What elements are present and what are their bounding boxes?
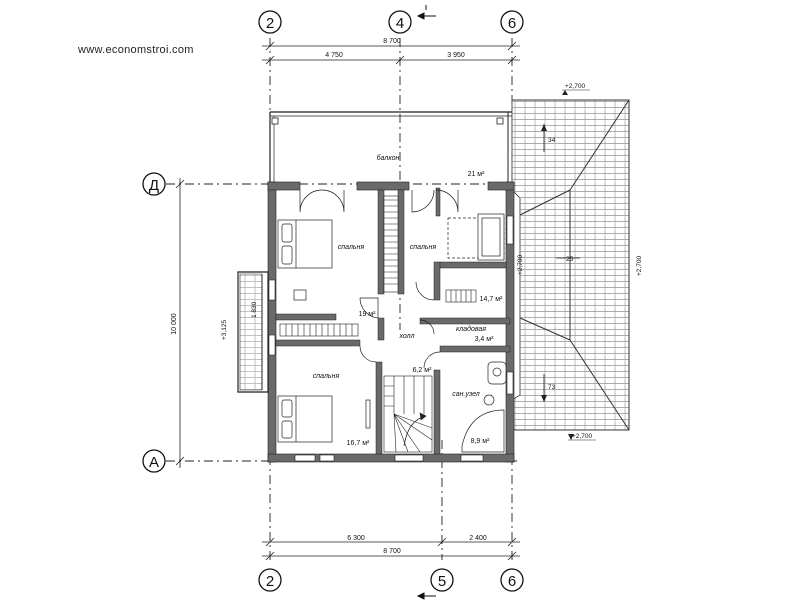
- axis-label-bottom-5: 5: [438, 573, 446, 590]
- axis-label-bottom-2: 2: [266, 573, 274, 590]
- dimension-lines: 8 700 4 750 3 950 6 300 2 400 8 700 10 0…: [171, 38, 520, 561]
- stair-area: 6,2 м²: [413, 367, 432, 374]
- axis-label-top-2: 2: [266, 15, 274, 32]
- bathroom-area: 8,9 м²: [471, 438, 490, 445]
- bedroom-2-name: спальня: [410, 244, 437, 251]
- roof: [511, 99, 630, 431]
- hall-area: 19 м²: [359, 311, 377, 318]
- bay-level: +3,125: [221, 320, 228, 340]
- roof-level-bottom: +2,700: [572, 433, 592, 440]
- section-marks: [416, 5, 436, 600]
- balcony-name: балкон: [377, 154, 400, 162]
- roof-level-side: +2,700: [517, 255, 524, 275]
- axis-label-top-6: 6: [508, 15, 516, 32]
- doors: [299, 189, 459, 369]
- axis-label-top-4: 4: [396, 15, 404, 32]
- closets: [279, 195, 477, 337]
- roof-level-right: +2,700: [636, 256, 643, 276]
- dim-bottom-right: 2 400: [469, 535, 487, 542]
- bedroom-3-area: 16,7 м²: [347, 440, 370, 447]
- dim-top-left: 4 750: [325, 52, 343, 59]
- roof-level-top: +2,700: [565, 83, 585, 90]
- dim-bottom-left: 6 300: [347, 535, 365, 542]
- balcony: [269, 111, 512, 184]
- storage-area: 3,4 м²: [475, 336, 494, 343]
- stairs: [383, 375, 433, 453]
- bedroom-3-name: спальня: [313, 373, 340, 380]
- windows: [268, 215, 514, 462]
- roof-slope-2: 25: [566, 256, 574, 263]
- dim-left-height: 10 000: [171, 313, 178, 335]
- dim-top-total: 8 700: [383, 38, 401, 45]
- storage-name: кладовая: [456, 325, 486, 333]
- balcony-area: 21 м²: [468, 171, 486, 178]
- dim-bottom-total: 8 700: [383, 548, 401, 555]
- bedroom-1-name: спальня: [338, 244, 365, 251]
- site-url: www.economstroi.com: [78, 44, 194, 56]
- furniture: [277, 213, 507, 453]
- interior-walls: [275, 187, 511, 455]
- bedroom-2-area: 14,7 м²: [480, 296, 503, 303]
- axis-bubbles: 2 4 6 2 5 6 Д А: [142, 10, 524, 592]
- axis-label-bottom-6: 6: [508, 573, 516, 590]
- hall-name: холл: [398, 333, 414, 340]
- room-labels: балкон 21 м² спальня спальня 14,7 м² 19 …: [313, 154, 503, 447]
- roof-levels: +2,700 +2,700 +2,700 +2,700 34 25 73: [517, 83, 643, 441]
- dim-top-right: 3 950: [447, 52, 465, 59]
- roof-slope-3: 73: [548, 384, 556, 391]
- bay-width: 1 830: [251, 301, 258, 318]
- bay-window: +3,125 1 830: [221, 271, 269, 393]
- axis-label-left-a: А: [149, 454, 159, 471]
- bathroom-name: сан.узел: [452, 391, 480, 398]
- roof-slope-1: 34: [548, 137, 556, 144]
- axis-label-left-d: Д: [149, 177, 159, 194]
